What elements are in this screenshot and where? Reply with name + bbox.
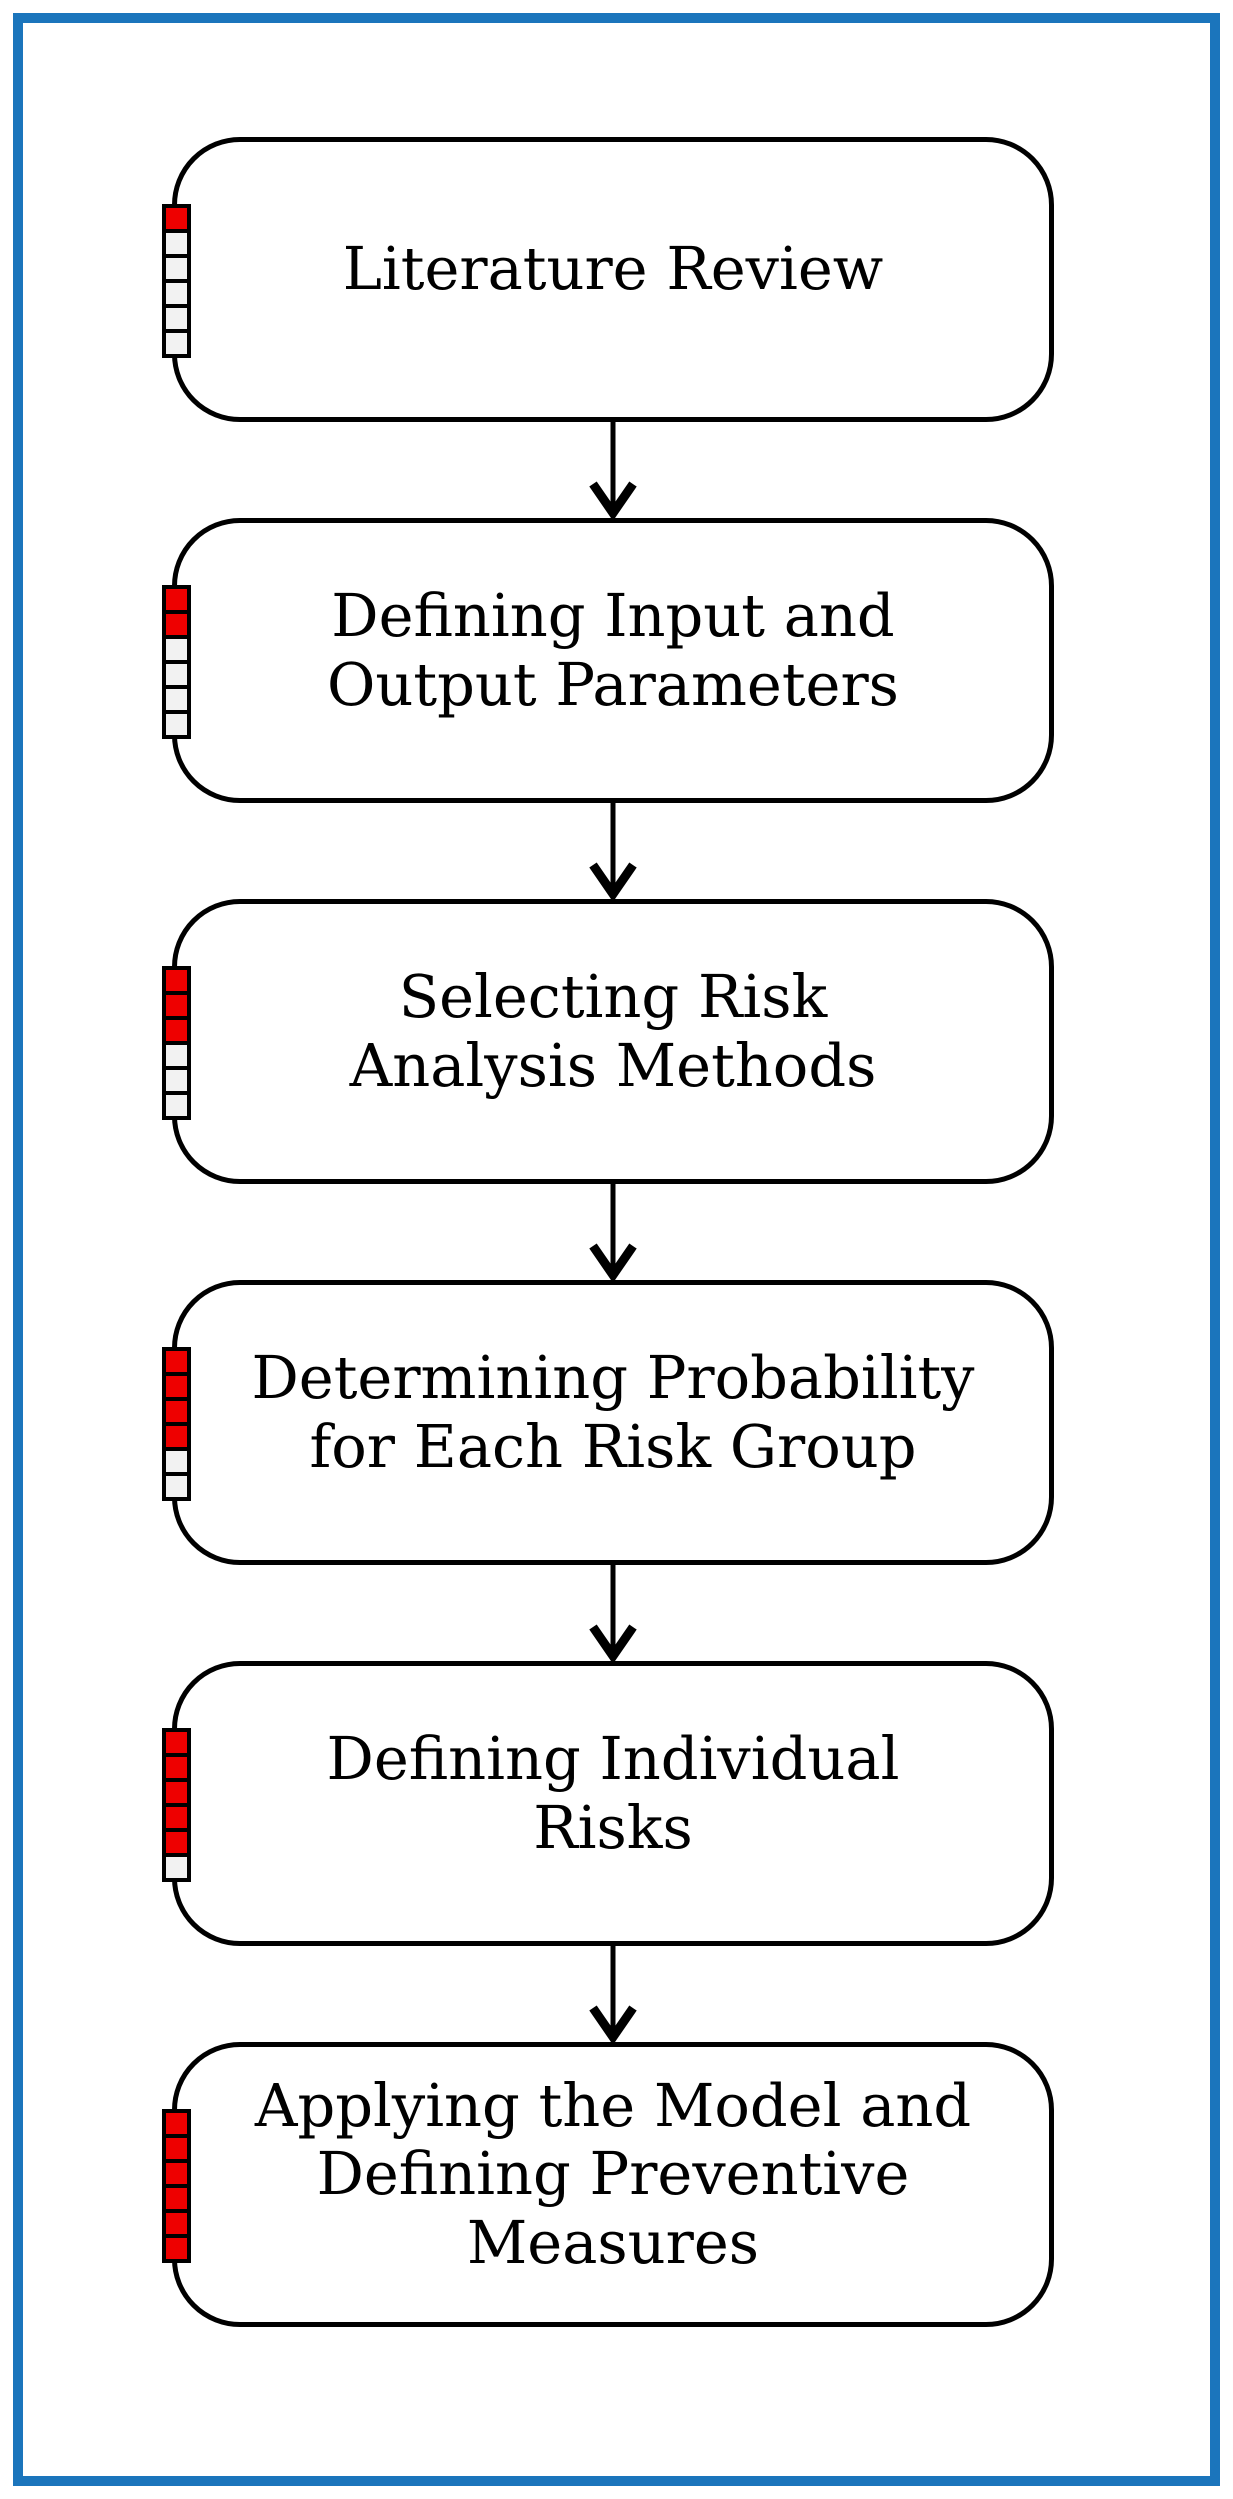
step-label-line: Measures: [466, 2207, 760, 2277]
flow-connector: [585, 1946, 641, 2042]
progress-segment-empty: [166, 308, 187, 329]
flow-connector: [585, 803, 641, 899]
step-label: Literature Review: [342, 234, 884, 304]
step-box-defining-individual-risks: Defining Individual Risks: [162, 1661, 1054, 1946]
progress-segment-filled: [166, 1807, 187, 1828]
progress-segment-filled: [166, 2188, 187, 2209]
step-label: Applying the Model and Defining Preventi…: [254, 2070, 972, 2277]
step-box-determining-probability: Determining Probability for Each Risk Gr…: [162, 1280, 1054, 1565]
progress-segment-empty: [166, 714, 187, 735]
progress-indicator: [162, 966, 191, 1120]
arrow-down-icon: [589, 1565, 637, 1661]
step-label: Selecting Risk Analysis Methods: [349, 962, 877, 1100]
progress-segment-empty: [166, 1451, 187, 1472]
progress-segment-empty: [166, 639, 187, 660]
step-label-line: for Each Risk Group: [309, 1411, 917, 1481]
progress-segment-filled: [166, 2238, 187, 2259]
progress-segment-filled: [166, 2113, 187, 2134]
step-label-line: Analysis Methods: [349, 1030, 877, 1100]
progress-segment-filled: [166, 1757, 187, 1778]
progress-segment-filled: [166, 995, 187, 1016]
step-label-line: Selecting Risk: [398, 962, 828, 1032]
arrow-down-icon: [589, 422, 637, 518]
progress-segment-empty: [166, 333, 187, 354]
progress-segment-filled: [166, 2213, 187, 2234]
step-box-selecting-risk-analysis-methods: Selecting Risk Analysis Methods: [162, 899, 1054, 1184]
progress-segment-empty: [166, 664, 187, 685]
progress-segment-empty: [166, 1045, 187, 1066]
progress-segment-filled: [166, 589, 187, 610]
arrow-down-icon: [589, 803, 637, 899]
step-label: Determining Probability for Each Risk Gr…: [251, 1343, 975, 1481]
step-label-line: Defining Input and: [331, 581, 895, 651]
flow-connector: [585, 1565, 641, 1661]
step-label: Defining Input and Output Parameters: [327, 581, 899, 719]
progress-segment-empty: [166, 1857, 187, 1878]
step-label-line: Defining Preventive: [316, 2139, 910, 2209]
arrow-down-icon: [589, 1946, 637, 2042]
figure-border-frame: [13, 13, 1220, 2486]
step-label-line: Determining Probability: [251, 1343, 975, 1413]
progress-indicator: [162, 1728, 191, 1882]
progress-segment-filled: [166, 1401, 187, 1422]
progress-indicator: [162, 204, 191, 358]
progress-segment-filled: [166, 1426, 187, 1447]
progress-segment-empty: [166, 233, 187, 254]
progress-segment-filled: [166, 2138, 187, 2159]
progress-segment-filled: [166, 614, 187, 635]
flow-connector: [585, 422, 641, 518]
step-box-defining-input-output-parameters: Defining Input and Output Parameters: [162, 518, 1054, 803]
step-box-literature-review: Literature Review: [162, 137, 1054, 422]
progress-segment-filled: [166, 1020, 187, 1041]
progress-indicator: [162, 585, 191, 739]
step-label-line: Literature Review: [342, 234, 884, 304]
progress-segment-filled: [166, 1782, 187, 1803]
progress-indicator: [162, 2109, 191, 2263]
progress-segment-filled: [166, 208, 187, 229]
progress-segment-filled: [166, 2163, 187, 2184]
progress-segment-empty: [166, 689, 187, 710]
progress-segment-filled: [166, 1832, 187, 1853]
progress-segment-empty: [166, 283, 187, 304]
step-label-line: Output Parameters: [327, 649, 899, 719]
step-box-applying-model-preventive-measures: Applying the Model and Defining Preventi…: [162, 2042, 1054, 2327]
progress-segment-empty: [166, 1070, 187, 1091]
step-label-line: Applying the Model and: [254, 2070, 972, 2140]
progress-segment-empty: [166, 1476, 187, 1497]
progress-segment-empty: [166, 258, 187, 279]
progress-segment-filled: [166, 970, 187, 991]
progress-segment-filled: [166, 1376, 187, 1397]
step-label-line: Risks: [533, 1792, 693, 1862]
progress-segment-empty: [166, 1095, 187, 1116]
progress-indicator: [162, 1347, 191, 1501]
arrow-down-icon: [589, 1184, 637, 1280]
progress-segment-filled: [166, 1351, 187, 1372]
flow-connector: [585, 1184, 641, 1280]
step-label: Defining Individual Risks: [326, 1724, 900, 1862]
progress-segment-filled: [166, 1732, 187, 1753]
step-label-line: Defining Individual: [326, 1724, 900, 1794]
